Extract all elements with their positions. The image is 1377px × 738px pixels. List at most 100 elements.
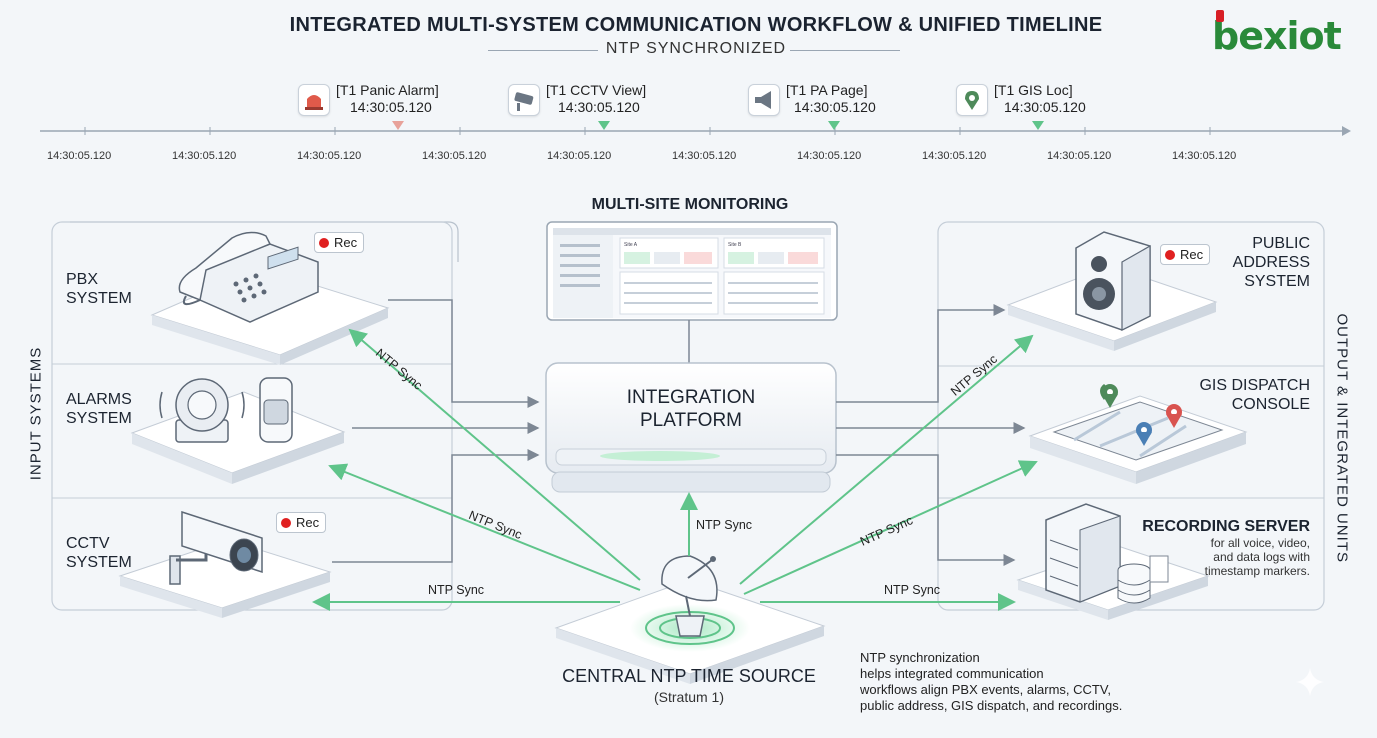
cctv-camera-icon — [508, 84, 540, 116]
rec-dot-icon — [319, 237, 329, 248]
event-marker-gis-loc — [1032, 121, 1044, 130]
ntp-sync-arrows — [312, 328, 1038, 611]
pbx-label-2: SYSTEM — [66, 290, 132, 307]
pbx-system-label: PBX SYSTEM — [66, 270, 132, 308]
pbx-rec-badge: Rec — [314, 232, 365, 253]
brand-logo: bexiot — [1212, 14, 1342, 58]
cctv-rec-badge: Rec — [276, 512, 327, 533]
subtitle-rule-left — [488, 50, 598, 51]
recording-title: RECORDING SERVER — [1142, 518, 1310, 535]
map-icon — [1052, 384, 1224, 461]
server-icon — [1045, 503, 1169, 604]
timeline-tick-label: 14:30:05.120 — [422, 150, 487, 162]
site-b-label: Site B — [728, 242, 742, 248]
ntp-source-title: CENTRAL NTP TIME SOURCE — [562, 666, 816, 686]
input-systems-label: INPUT SYSTEMS — [27, 346, 45, 481]
event-panic-alarm-label: [T1 Panic Alarm] — [336, 82, 439, 98]
pa-label-3: SYSTEM — [1244, 273, 1310, 290]
gis-label-1: GIS DISPATCH — [1199, 377, 1310, 394]
alarms-label-2: SYSTEM — [66, 410, 132, 427]
recording-desc-1: for all voice, video, — [1210, 536, 1310, 550]
event-gis-loc-time: 14:30:05.120 — [1004, 99, 1086, 115]
platform-label: INTEGRATION PLATFORM — [546, 386, 836, 432]
pbx-rec-label: Rec — [334, 235, 358, 250]
megaphone-icon — [748, 84, 780, 116]
ntp-source-stratum: (Stratum 1) — [653, 689, 724, 705]
recording-server-label: RECORDING SERVER for all voice, video, a… — [1140, 518, 1310, 578]
note-line-3: workflows align PBX events, alarms, CCTV… — [860, 682, 1111, 697]
event-gis-loc-label: [T1 GIS Loc] — [994, 82, 1073, 98]
cctv-camera-icon — [169, 510, 263, 585]
input-frame-top — [70, 221, 459, 262]
monitoring-title: MULTI-SITE MONITORING — [591, 196, 789, 213]
platform-line-1: INTEGRATION — [626, 387, 756, 408]
rec-dot-icon — [1165, 249, 1175, 260]
event-cctv-view-label: [T1 CCTV View] — [546, 82, 647, 98]
page-subtitle: NTP SYNCHRONIZED — [605, 40, 787, 57]
pa-rec-badge: Rec — [1160, 244, 1211, 265]
alarm-bell-icon — [159, 378, 245, 443]
event-panic-alarm: [T1 Panic Alarm] 14:30:05.120 — [336, 82, 466, 116]
recording-desc-2: and data logs with — [1213, 550, 1310, 564]
timeline-tick-label: 14:30:05.120 — [797, 150, 862, 162]
event-panic-alarm-time: 14:30:05.120 — [350, 99, 432, 115]
event-pa-page: [T1 PA Page] 14:30:05.120 — [786, 82, 916, 116]
note-line-1: NTP synchronization — [860, 650, 980, 665]
rec-dot-icon — [281, 517, 291, 528]
speaker-icon — [1075, 231, 1151, 331]
timeline-tick-marks — [84, 127, 1211, 135]
timeline-tick-label: 14:30:05.120 — [297, 150, 362, 162]
timeline-tick-label: 14:30:05.120 — [172, 150, 237, 162]
cctv-label-1: CCTV — [66, 535, 110, 552]
cctv-system-label: CCTV SYSTEM — [66, 534, 132, 572]
output-flow-arrows — [836, 304, 1026, 566]
sync-label-platform: NTP Sync — [696, 518, 753, 532]
timeline-tick-label: 14:30:05.120 — [922, 150, 987, 162]
timeline-tick-label: 14:30:05.120 — [672, 150, 737, 162]
pa-label-2: ADDRESS — [1232, 254, 1310, 271]
event-pa-page-label: [T1 PA Page] — [786, 82, 868, 98]
monitoring-screen: Site A Site B — [546, 221, 838, 321]
event-marker-cctv-view — [598, 121, 610, 130]
page-title: INTEGRATED MULTI-SYSTEM COMMUNICATION WO… — [289, 14, 1103, 36]
pa-system-label: PUBLIC ADDRESS SYSTEM — [1200, 234, 1310, 291]
subtitle-rule-right — [790, 50, 900, 51]
pa-label-1: PUBLIC — [1252, 235, 1310, 252]
alarms-platform — [130, 391, 346, 484]
timeline-tick-label: 14:30:05.120 — [1047, 150, 1112, 162]
event-cctv-view-time: 14:30:05.120 — [558, 99, 640, 115]
timeline-arrow — [1342, 126, 1351, 136]
timeline-tick-label: 14:30:05.120 — [547, 150, 612, 162]
note-line-2: helps integrated communication — [860, 666, 1044, 681]
alarms-label-1: ALARMS — [66, 391, 132, 408]
event-marker-pa-page — [828, 121, 840, 130]
gis-label-2: CONSOLE — [1231, 396, 1310, 413]
telephone-icon — [178, 231, 319, 323]
gis-console-label: GIS DISPATCH CONSOLE — [1160, 376, 1310, 414]
integration-platform-box — [545, 362, 837, 493]
output-units-label: OUTPUT & INTEGRATED UNITS — [1333, 313, 1351, 563]
ntp-note: NTP synchronization helps integrated com… — [860, 650, 1180, 714]
note-line-4: public address, GIS dispatch, and record… — [860, 698, 1123, 713]
event-gis-loc: [T1 GIS Loc] 14:30:05.120 — [994, 82, 1124, 116]
recording-desc-3: timestamp markers. — [1204, 564, 1310, 578]
input-section-frame — [51, 221, 453, 611]
brand-accent — [1216, 10, 1224, 22]
timeline-tick-label: 14:30:05.120 — [47, 150, 112, 162]
map-pin-icon — [956, 84, 988, 116]
cctv-rec-label: Rec — [296, 515, 320, 530]
event-marker-panic-alarm — [392, 121, 404, 130]
pa-rec-label: Rec — [1180, 247, 1204, 262]
sync-label-recording: NTP Sync — [884, 583, 941, 597]
site-a-label: Site A — [624, 242, 638, 248]
cctv-platform — [118, 539, 332, 618]
satellite-dish-icon — [661, 555, 718, 637]
platform-line-2: PLATFORM — [639, 410, 743, 431]
alarm-beacon-icon — [298, 84, 330, 116]
timeline-tick-label: 14:30:05.120 — [1172, 150, 1237, 162]
pbx-label-1: PBX — [66, 271, 99, 288]
motion-sensor-icon — [259, 377, 293, 443]
alarms-system-label: ALARMS SYSTEM — [66, 390, 132, 428]
